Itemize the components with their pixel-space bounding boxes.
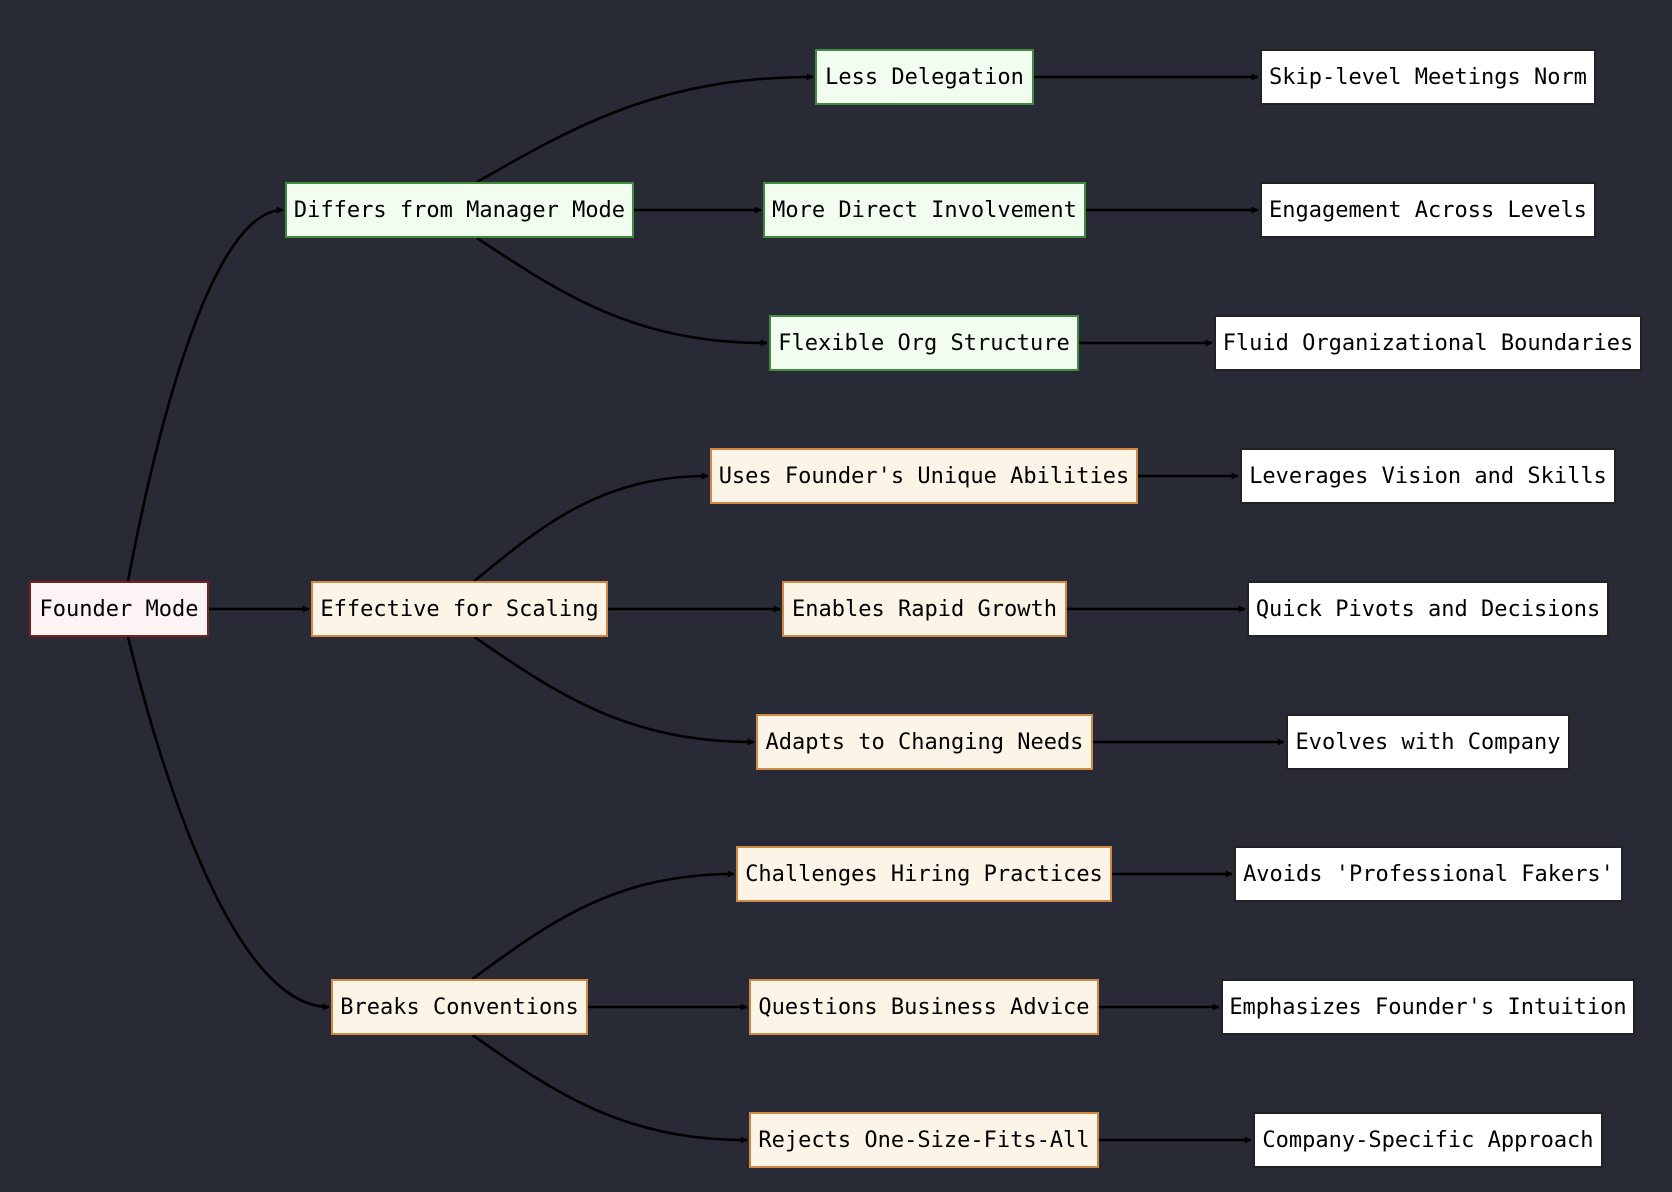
node-company-specific-approach: Company-Specific Approach [1253, 1112, 1603, 1168]
node-more-direct-involvement: More Direct Involvement [763, 182, 1086, 238]
edge-effective-to-unique_abilities [473, 472, 709, 583]
node-challenges-hiring-practices: Challenges Hiring Practices [736, 846, 1112, 902]
node-founder-mode: Founder Mode [29, 581, 209, 637]
edge-breaks-to-one_size [471, 1033, 748, 1144]
node-fluid-organizational-boundaries: Fluid Organizational Boundaries [1214, 315, 1642, 371]
edge-differs-to-flexible_org [476, 236, 768, 347]
edge-differs-to-less_delegation [476, 73, 814, 184]
node-differs-from-manager-mode: Differs from Manager Mode [285, 182, 634, 238]
node-less-delegation: Less Delegation [815, 49, 1034, 105]
node-skip-level-meetings-norm: Skip-level Meetings Norm [1260, 49, 1596, 105]
node-flexible-org-structure: Flexible Org Structure [769, 315, 1079, 371]
edge-root-to-differs [126, 206, 284, 582]
edge-breaks-to-hiring [471, 870, 735, 981]
node-adapts-to-changing-needs: Adapts to Changing Needs [756, 714, 1093, 770]
node-questions-business-advice: Questions Business Advice [749, 979, 1099, 1035]
node-uses-founders-unique-abilities: Uses Founder's Unique Abilities [710, 448, 1138, 504]
node-breaks-conventions: Breaks Conventions [331, 979, 588, 1035]
node-rejects-one-size-fits-all: Rejects One-Size-Fits-All [749, 1112, 1099, 1168]
edge-root-to-breaks [126, 636, 330, 1011]
node-emphasizes-founders-intuition: Emphasizes Founder's Intuition [1221, 979, 1635, 1035]
node-quick-pivots-and-decisions: Quick Pivots and Decisions [1247, 581, 1609, 637]
node-enables-rapid-growth: Enables Rapid Growth [782, 581, 1067, 637]
node-engagement-across-levels: Engagement Across Levels [1260, 182, 1596, 238]
node-leverages-vision-and-skills: Leverages Vision and Skills [1240, 448, 1616, 504]
node-evolves-with-company: Evolves with Company [1286, 714, 1570, 770]
node-effective-for-scaling: Effective for Scaling [311, 581, 608, 637]
edge-effective-to-adapts [473, 635, 755, 746]
node-avoids-professional-fakers: Avoids 'Professional Fakers' [1234, 846, 1623, 902]
